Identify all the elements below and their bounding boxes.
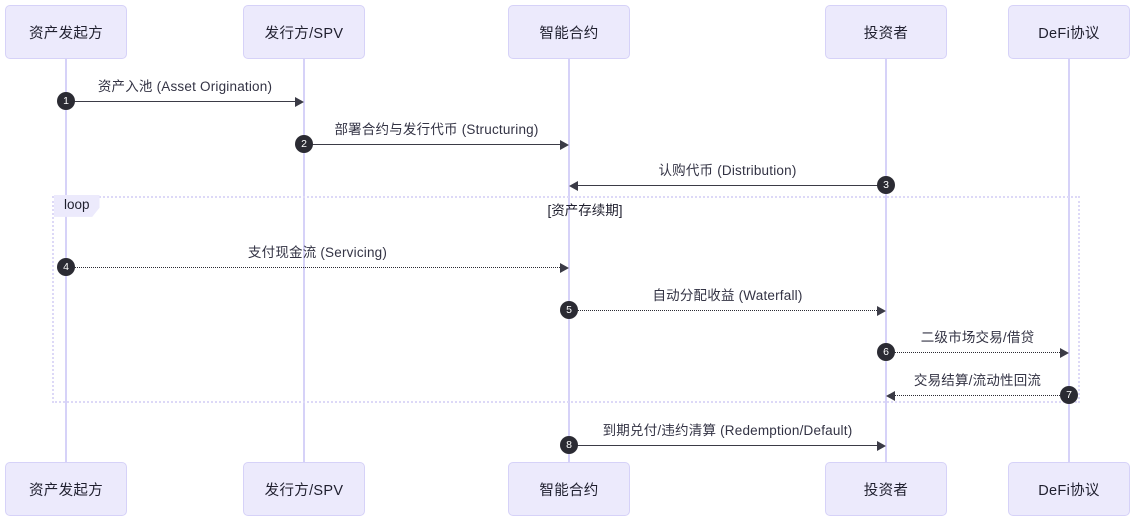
actor-label: 发行方/SPV [264, 25, 344, 42]
message-label: 交易结算/流动性回流 [913, 373, 1042, 388]
loop-fragment-label: loop [54, 195, 100, 217]
actor-label: DeFi协议 [1038, 25, 1100, 42]
arrow-head-icon [569, 181, 578, 191]
lifeline-defi [1068, 58, 1070, 462]
actor-label: 智能合约 [539, 482, 599, 499]
actor-box-top-defi[interactable]: DeFi协议 [1008, 5, 1130, 59]
arrow-head-icon [877, 306, 886, 316]
actor-label: 资产发起方 [29, 25, 103, 42]
message-arrow [73, 267, 562, 268]
message-sequence-badge: 3 [877, 176, 895, 194]
actor-label: 发行方/SPV [264, 482, 344, 499]
message-sequence-badge: 6 [877, 343, 895, 361]
lifeline-investor [885, 58, 887, 462]
message-label: 部署合约与发行代币 (Structuring) [334, 122, 539, 137]
message-sequence-badge: 7 [1060, 386, 1078, 404]
message-label: 支付现金流 (Servicing) [247, 245, 388, 260]
arrow-head-icon [877, 441, 886, 451]
message-label: 到期兑付/违约清算 (Redemption/Default) [602, 423, 853, 438]
message-arrow [576, 310, 879, 311]
message-sequence-badge: 2 [295, 135, 313, 153]
message-arrow [73, 101, 297, 102]
message-arrow [893, 352, 1062, 353]
message-sequence-badge: 8 [560, 436, 578, 454]
message-label: 二级市场交易/借贷 [920, 330, 1035, 345]
actor-label: DeFi协议 [1038, 482, 1100, 499]
message-arrow [576, 185, 879, 186]
actor-box-bottom-investor[interactable]: 投资者 [825, 462, 947, 516]
message-label: 自动分配收益 (Waterfall) [652, 288, 803, 303]
actor-box-bottom-originator[interactable]: 资产发起方 [5, 462, 127, 516]
arrow-head-icon [560, 263, 569, 273]
actor-box-bottom-defi[interactable]: DeFi协议 [1008, 462, 1130, 516]
lifeline-spv [303, 58, 305, 462]
arrow-head-icon [1060, 348, 1069, 358]
actor-box-top-originator[interactable]: 资产发起方 [5, 5, 127, 59]
message-arrow [893, 395, 1062, 396]
message-sequence-badge: 1 [57, 92, 75, 110]
actor-box-top-investor[interactable]: 投资者 [825, 5, 947, 59]
actor-label: 智能合约 [539, 25, 599, 42]
message-label: 资产入池 (Asset Origination) [97, 79, 273, 94]
message-sequence-badge: 5 [560, 301, 578, 319]
actor-label: 投资者 [863, 25, 909, 42]
message-label: 认购代币 (Distribution) [658, 163, 797, 178]
actor-box-top-contract[interactable]: 智能合约 [508, 5, 630, 59]
message-arrow [576, 445, 879, 446]
actor-box-top-spv[interactable]: 发行方/SPV [243, 5, 365, 59]
actor-box-bottom-contract[interactable]: 智能合约 [508, 462, 630, 516]
arrow-head-icon [886, 391, 895, 401]
message-sequence-badge: 4 [57, 258, 75, 276]
lifeline-contract [568, 58, 570, 462]
actor-box-bottom-spv[interactable]: 发行方/SPV [243, 462, 365, 516]
actor-label: 投资者 [863, 482, 909, 499]
loop-fragment [52, 196, 1080, 403]
arrow-head-icon [560, 140, 569, 150]
actor-label: 资产发起方 [29, 482, 103, 499]
loop-fragment-condition: [资产存续期] [547, 203, 623, 218]
message-arrow [311, 144, 562, 145]
arrow-head-icon [295, 97, 304, 107]
